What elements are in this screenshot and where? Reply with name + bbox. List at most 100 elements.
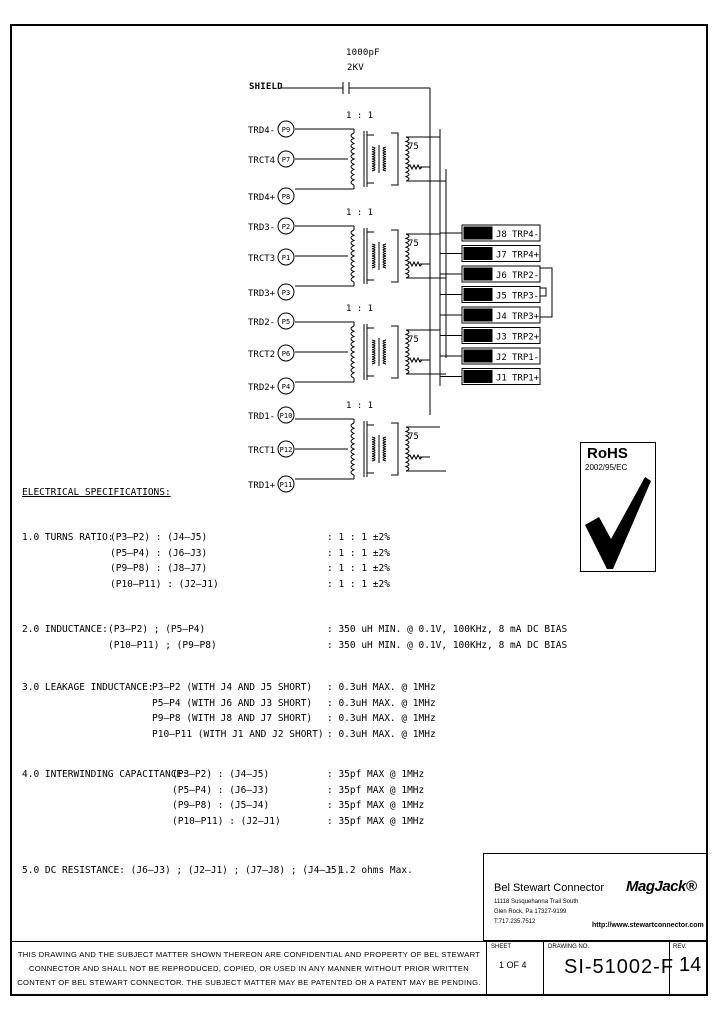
spec-condition: (P10–P11) : (J2–J1) xyxy=(172,815,281,827)
company-address1: 11118 Susquehanna Trail South xyxy=(494,899,579,905)
turns-ratio-label: 1 : 1 xyxy=(346,208,373,218)
jack-signal: TRP2- xyxy=(512,271,539,281)
spec-value: : 1 : 1 ±2% xyxy=(327,578,390,590)
pin-number: P12 xyxy=(280,446,293,454)
jack-contact xyxy=(463,329,493,342)
pin-circle xyxy=(277,187,295,205)
pin-signal-label: TRD2+ xyxy=(248,383,276,393)
jack-cross-link xyxy=(540,267,553,318)
secondary-winding xyxy=(404,329,410,375)
spec-condition: P10–P11 (WITH J1 AND J2 SHORT) xyxy=(152,728,324,740)
choke-winding xyxy=(382,436,387,462)
disclaimer-text: THIS DRAWING AND THE SUBJECT MATTER SHOW… xyxy=(17,950,481,987)
secondary-winding xyxy=(404,136,410,182)
drawing-number-label: DRAWING NO. xyxy=(548,944,590,950)
secondary-winding xyxy=(404,233,410,279)
secondary-frame xyxy=(391,229,399,283)
spec-value: : 1.2 ohms Max. xyxy=(327,865,413,876)
spec-condition: (P9–P8) : (J5–J4) xyxy=(172,800,270,811)
pin-circle xyxy=(277,440,295,458)
pin-signal-label: TRCT1 xyxy=(248,446,275,456)
secondary-frame xyxy=(391,422,399,476)
revision-value: 14 xyxy=(679,954,702,976)
choke-winding xyxy=(382,146,387,172)
rohs-logo: RoHS 2002/95/EC xyxy=(580,442,656,572)
sheet-value: 1 OF 4 xyxy=(499,960,527,970)
spec-value: : 35pf MAX @ 1MHz xyxy=(327,769,425,780)
pin-circle xyxy=(277,283,295,301)
spec-condition: P3–P2 (WITH J4 AND J5 SHORT) xyxy=(152,682,313,693)
pin-circle xyxy=(277,406,295,424)
revision-label: REV. xyxy=(673,944,687,950)
spec-value: : 0.3uH MAX. @ 1MHz xyxy=(327,697,436,709)
company-name: Bel Stewart Connector xyxy=(494,882,605,894)
brand-logo: MagJack® xyxy=(626,878,697,895)
sheet-cell: SHEET 1 OF 4 xyxy=(486,941,543,996)
jack-contact xyxy=(463,370,493,383)
jack-id: J1 xyxy=(496,374,507,384)
spec-condition: P9–P8 (WITH J8 AND J7 SHORT) xyxy=(152,713,313,724)
pin-signal-label: TRCT2 xyxy=(248,350,275,360)
spec-value: : 0.3uH MAX. @ 1MHz xyxy=(327,728,436,740)
choke-winding xyxy=(371,146,376,172)
termination-resistor xyxy=(407,163,423,171)
jack-signal: TRP1+ xyxy=(512,374,540,384)
pin-signal-label: TRD4+ xyxy=(248,193,276,203)
pin-circle xyxy=(277,377,295,395)
turns-ratio-label: 1 : 1 xyxy=(346,304,373,314)
termination-resistor-label: 75 xyxy=(408,239,419,249)
pin-number: P6 xyxy=(282,350,290,358)
pin-signal-label: TRD3+ xyxy=(248,289,276,299)
pin-number: P7 xyxy=(282,156,290,164)
disclaimer-box: THIS DRAWING AND THE SUBJECT MATTER SHOW… xyxy=(10,941,486,996)
pin-number: P3 xyxy=(282,289,290,297)
spec-value: : 350 uH MIN. @ 0.1V, 100KHz, 8 mA DC BI… xyxy=(327,639,568,651)
jack-signal: TRP1- xyxy=(512,353,539,363)
spec-condition: (P9–P8) : (J8–J7) xyxy=(110,563,208,574)
pin-signal-label: TRD1+ xyxy=(248,481,276,491)
jack-contact xyxy=(463,247,493,260)
spec-section-label: 2.0 INDUCTANCE: xyxy=(22,624,108,635)
termination-resistor-label: 75 xyxy=(408,142,419,152)
pin-number: P5 xyxy=(282,318,290,326)
title-block: Bel Stewart Connector 11118 Susquehanna … xyxy=(483,853,708,941)
jack-signal: TRP2+ xyxy=(512,333,540,343)
secondary-winding xyxy=(404,426,410,472)
spec-condition: (P3–P2) : (J4–J5) xyxy=(110,532,208,543)
pin-circle xyxy=(277,248,295,266)
jack-signal: TRP4- xyxy=(512,230,539,240)
spec-section-label: 3.0 LEAKAGE INDUCTANCE: xyxy=(22,682,154,693)
jack-contact xyxy=(463,226,493,240)
spec-value: : 35pf MAX @ 1MHz xyxy=(327,800,425,811)
spec-condition: (P5–P4) : (J6–J3) xyxy=(110,547,208,559)
spec-condition: (P10–P11) : (J2–J1) xyxy=(110,578,219,590)
termination-resistor-label: 75 xyxy=(408,432,419,442)
pin-circle xyxy=(277,475,295,493)
jack-contact xyxy=(463,349,493,363)
jack-id: J8 xyxy=(496,230,507,240)
pin-circle xyxy=(277,312,295,330)
pin-circle xyxy=(277,120,295,138)
spec-value: : 1 : 1 ±2% xyxy=(327,563,390,574)
pin-signal-label: TRD4- xyxy=(248,126,275,136)
specs-heading: ELECTRICAL SPECIFICATIONS: xyxy=(22,487,171,498)
pin-signal-label: TRD2- xyxy=(248,318,275,328)
pin-circle xyxy=(277,217,295,235)
choke-winding xyxy=(371,339,376,365)
drawing-number-cell: DRAWING NO. SI-51002-F xyxy=(543,941,673,996)
secondary-frame xyxy=(391,325,399,379)
capacitor-voltage: 2KV xyxy=(347,63,364,73)
primary-winding xyxy=(350,422,356,476)
shield-label: SHIELD xyxy=(249,82,283,92)
spec-value: : 1 : 1 ±2% xyxy=(327,532,390,543)
spec-condition: (P3–P2) : (J4–J5) xyxy=(172,769,270,780)
company-phone: T:717.235.7512 xyxy=(494,919,536,925)
pin-number: P9 xyxy=(282,126,290,134)
primary-winding xyxy=(350,325,356,379)
sheet-label: SHEET xyxy=(491,944,512,950)
jack-id: J3 xyxy=(496,333,507,343)
capacitor-value: 1000pF xyxy=(346,48,380,58)
spec-value: : 0.3uH MAX. @ 1MHz xyxy=(327,682,436,693)
secondary-frame xyxy=(391,132,399,186)
